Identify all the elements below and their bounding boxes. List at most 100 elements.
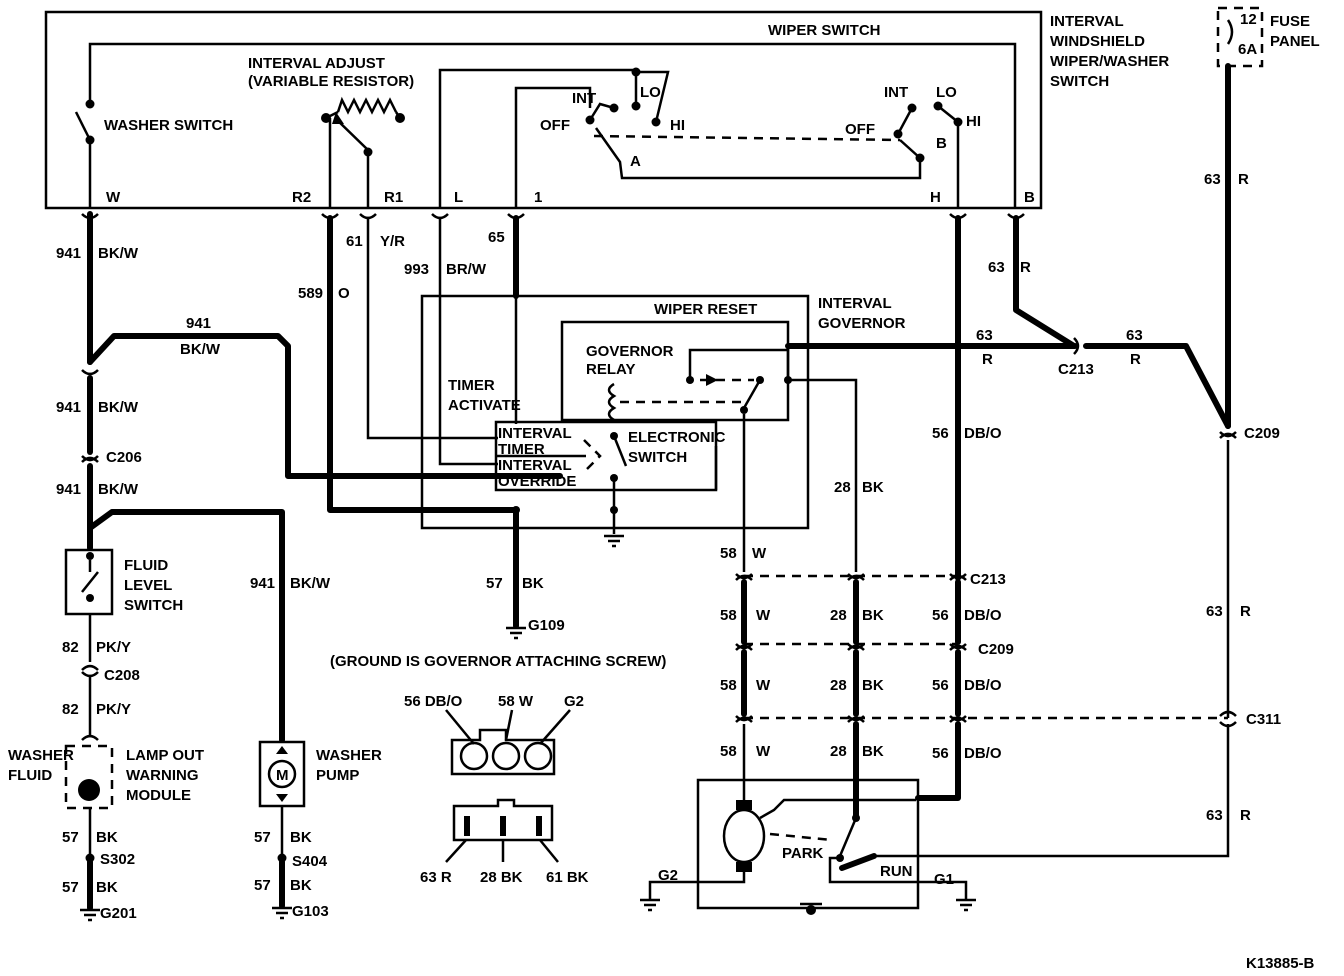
wire-label: G1	[934, 871, 954, 888]
interval-governor-label: INTERVAL	[818, 295, 892, 312]
timer-activate-label: TIMER	[448, 377, 495, 394]
wire-label: C209	[978, 641, 1014, 658]
right-hi-label: HI	[966, 113, 981, 130]
wire-label: 941	[56, 399, 81, 416]
contact-b-label: B	[936, 135, 947, 152]
washer-circuit: 941 BK/W 941 BK/W 941 BK/W C206 941 BK/W…	[8, 211, 563, 922]
contact-a-label: A	[630, 153, 641, 170]
right-lo-label: LO	[936, 84, 957, 101]
wire-label: C311	[1246, 711, 1281, 728]
wiper-switch-label: WIPER SWITCH	[768, 22, 881, 39]
wire-label: 63	[988, 259, 1005, 276]
diode-icon	[706, 374, 718, 386]
interval-governor: 61 Y/R 65 993 BR/W 589 O INTERVAL GOVERN…	[298, 213, 1078, 670]
variable-resistor-zigzag	[336, 96, 398, 115]
wire-label: 63	[1206, 807, 1223, 824]
wire-label: 58 W	[498, 693, 534, 710]
wire-label: WARNING	[126, 767, 199, 784]
wire-label: G2	[564, 693, 584, 710]
wiper-motor: PARK RUN G2 G1	[640, 778, 976, 915]
terminal-1: 1	[534, 189, 542, 206]
terminal-b: B	[1024, 189, 1035, 206]
run-label: RUN	[880, 863, 913, 880]
wire-label: O	[338, 285, 350, 302]
park-switch-contact	[838, 817, 858, 857]
wire-label: PANEL	[1270, 33, 1320, 50]
wire-label: FLUID	[8, 767, 52, 784]
wire-label: S404	[292, 853, 328, 870]
terminal-l: L	[454, 189, 463, 206]
variable-resistor-label: (VARIABLE RESISTOR)	[248, 73, 414, 90]
wire-label: 56	[932, 607, 949, 624]
motor-harness: 56 DB/O 28 BK 58 W C213 C209 58 W 58 W 5…	[720, 213, 1228, 819]
wire-label: 28	[834, 479, 851, 496]
wire-label: ACTIVATE	[448, 397, 521, 414]
wire-label: SWITCH	[628, 449, 687, 466]
wire-label: BK	[96, 879, 118, 896]
wire-label: SWITCH	[1050, 73, 1109, 90]
wire-label: DB/O	[964, 677, 1002, 694]
wire-label: C209	[1244, 425, 1280, 442]
wire-label: DB/O	[964, 745, 1002, 762]
wire-label: 58	[720, 677, 737, 694]
wire-label: G103	[292, 903, 329, 920]
washer-switch-contact	[74, 111, 92, 141]
fuse-panel-label: FUSE	[1270, 13, 1310, 30]
ground-governor-icon	[604, 534, 624, 548]
wire-label: 941	[250, 575, 275, 592]
wire-label: 61 BK	[546, 869, 589, 886]
wire-label: R	[1240, 603, 1251, 620]
wire-label: R	[1240, 807, 1251, 824]
wire-label: BK/W	[98, 399, 139, 416]
wire-label: RELAY	[586, 361, 635, 378]
wire-label: M	[276, 767, 289, 784]
wire-label: 56	[932, 745, 949, 762]
motor-icon	[722, 808, 766, 864]
wire-label: 65	[488, 229, 505, 246]
electronic-switch-label: ELECTRONIC	[628, 429, 726, 446]
wire-label: 941	[56, 481, 81, 498]
power-feed: 63 R 63 R 63 R 63 R C213 C209 63 R C311 …	[874, 63, 1281, 858]
wire-label: 56	[932, 425, 949, 442]
wire-label: BK	[96, 829, 118, 846]
wire-label: G201	[100, 905, 137, 922]
right-int-label: INT	[884, 84, 908, 101]
wire-label: DB/O	[964, 607, 1002, 624]
wire-label: BK	[862, 607, 884, 624]
wire-label: 28	[830, 607, 847, 624]
wire-label: BK/W	[98, 481, 139, 498]
wire-label: 63	[1206, 603, 1223, 620]
wire-label: BK/W	[180, 341, 221, 358]
plug-bottom-housing	[452, 798, 554, 842]
washer-fluid-label: WASHER	[8, 747, 74, 764]
c213-connector-icon	[1073, 337, 1080, 355]
wire-label: 63	[976, 327, 993, 344]
wire-label: PUMP	[316, 767, 359, 784]
ground-note: (GROUND IS GOVERNOR ATTACHING SCREW)	[330, 653, 666, 670]
wire-label: LEVEL	[124, 577, 172, 594]
wire-label: 589	[298, 285, 323, 302]
wiper-reset-label: WIPER RESET	[654, 301, 757, 318]
wire-label: R	[1020, 259, 1031, 276]
fuse-element-icon	[1226, 19, 1234, 45]
wire-label: SWITCH	[124, 597, 183, 614]
wire-label: OVERRIDE	[498, 473, 576, 490]
electronic-switch-dash	[583, 439, 602, 473]
wire-label: C208	[104, 667, 140, 684]
ground-g103-icon	[272, 906, 292, 920]
wire-label: BR/W	[446, 261, 487, 278]
wire-label: 57	[254, 877, 271, 894]
wire-label: 941	[186, 315, 211, 332]
wire-label: BK	[862, 743, 884, 760]
interval-override-label: INTERVAL	[498, 457, 572, 474]
wire-label: TIMER	[498, 441, 545, 458]
wire-label: BK/W	[290, 575, 331, 592]
wire-label: WINDSHIELD	[1050, 33, 1145, 50]
wire-label: 28 BK	[480, 869, 523, 886]
terminal-w: W	[106, 189, 121, 206]
wire-label: 58	[720, 743, 737, 760]
wire-label: MODULE	[126, 787, 191, 804]
interval-adjust-label: INTERVAL ADJUST	[248, 55, 385, 72]
terminal-r1: R1	[384, 189, 403, 206]
